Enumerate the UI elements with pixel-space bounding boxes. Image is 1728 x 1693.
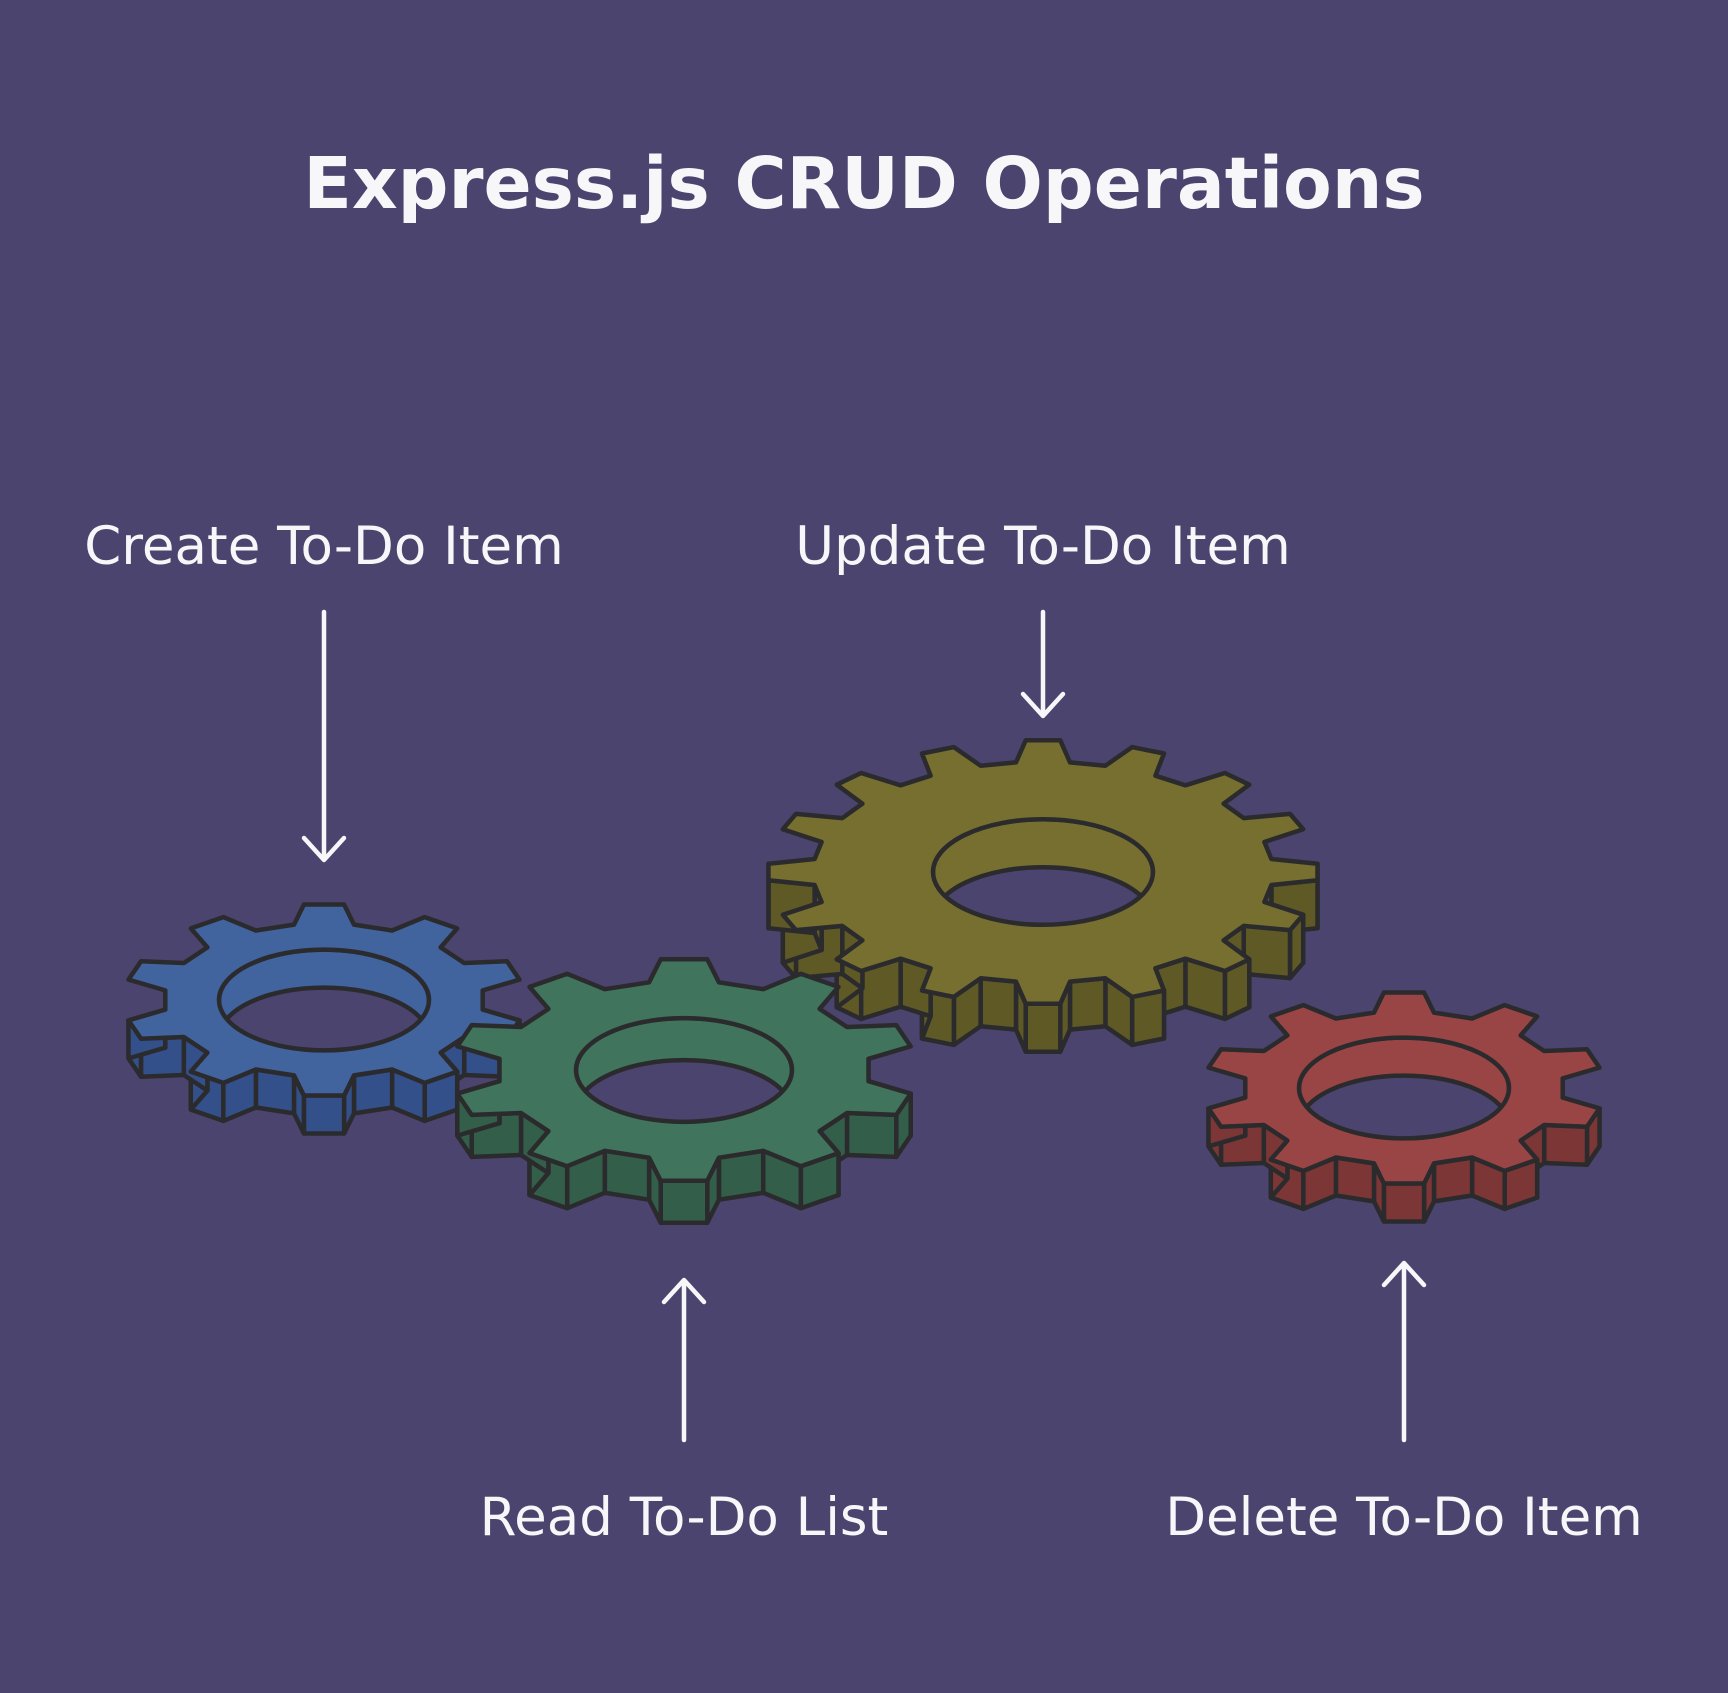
delete-gear bbox=[1206, 990, 1602, 1224]
gear-side-face bbox=[658, 1178, 710, 1226]
create-gear bbox=[126, 902, 522, 1136]
gear-side-face bbox=[1023, 1001, 1063, 1054]
create-arrow bbox=[301, 609, 347, 863]
gear-side-face bbox=[1067, 976, 1108, 1032]
gear-hole-rim bbox=[930, 816, 1156, 928]
gear-side-face bbox=[978, 976, 1019, 1032]
read-gear bbox=[455, 956, 913, 1226]
gear-hole-rim bbox=[573, 1015, 795, 1125]
gear-side-face bbox=[1381, 1181, 1427, 1224]
gear-layer bbox=[126, 738, 1602, 1226]
update-gear bbox=[766, 738, 1320, 1054]
gear-side-face bbox=[844, 1110, 899, 1160]
delete-label: Delete To-Do Item bbox=[1165, 1487, 1643, 1548]
delete-arrow bbox=[1381, 1260, 1427, 1443]
update-label: Update To-Do Item bbox=[795, 516, 1290, 577]
gear-side-face bbox=[1129, 988, 1167, 1048]
gear-hole-rim bbox=[1296, 1035, 1512, 1141]
create-label: Create To-Do Item bbox=[84, 516, 564, 577]
gear-side-face bbox=[301, 1093, 347, 1136]
gear-side-face bbox=[1541, 1122, 1590, 1167]
diagram-title: Express.js CRUD Operations bbox=[303, 142, 1424, 225]
read-arrow bbox=[661, 1277, 707, 1443]
read-label: Read To-Do List bbox=[480, 1487, 889, 1548]
update-arrow bbox=[1020, 609, 1066, 719]
gear-hole-rim bbox=[216, 947, 432, 1053]
